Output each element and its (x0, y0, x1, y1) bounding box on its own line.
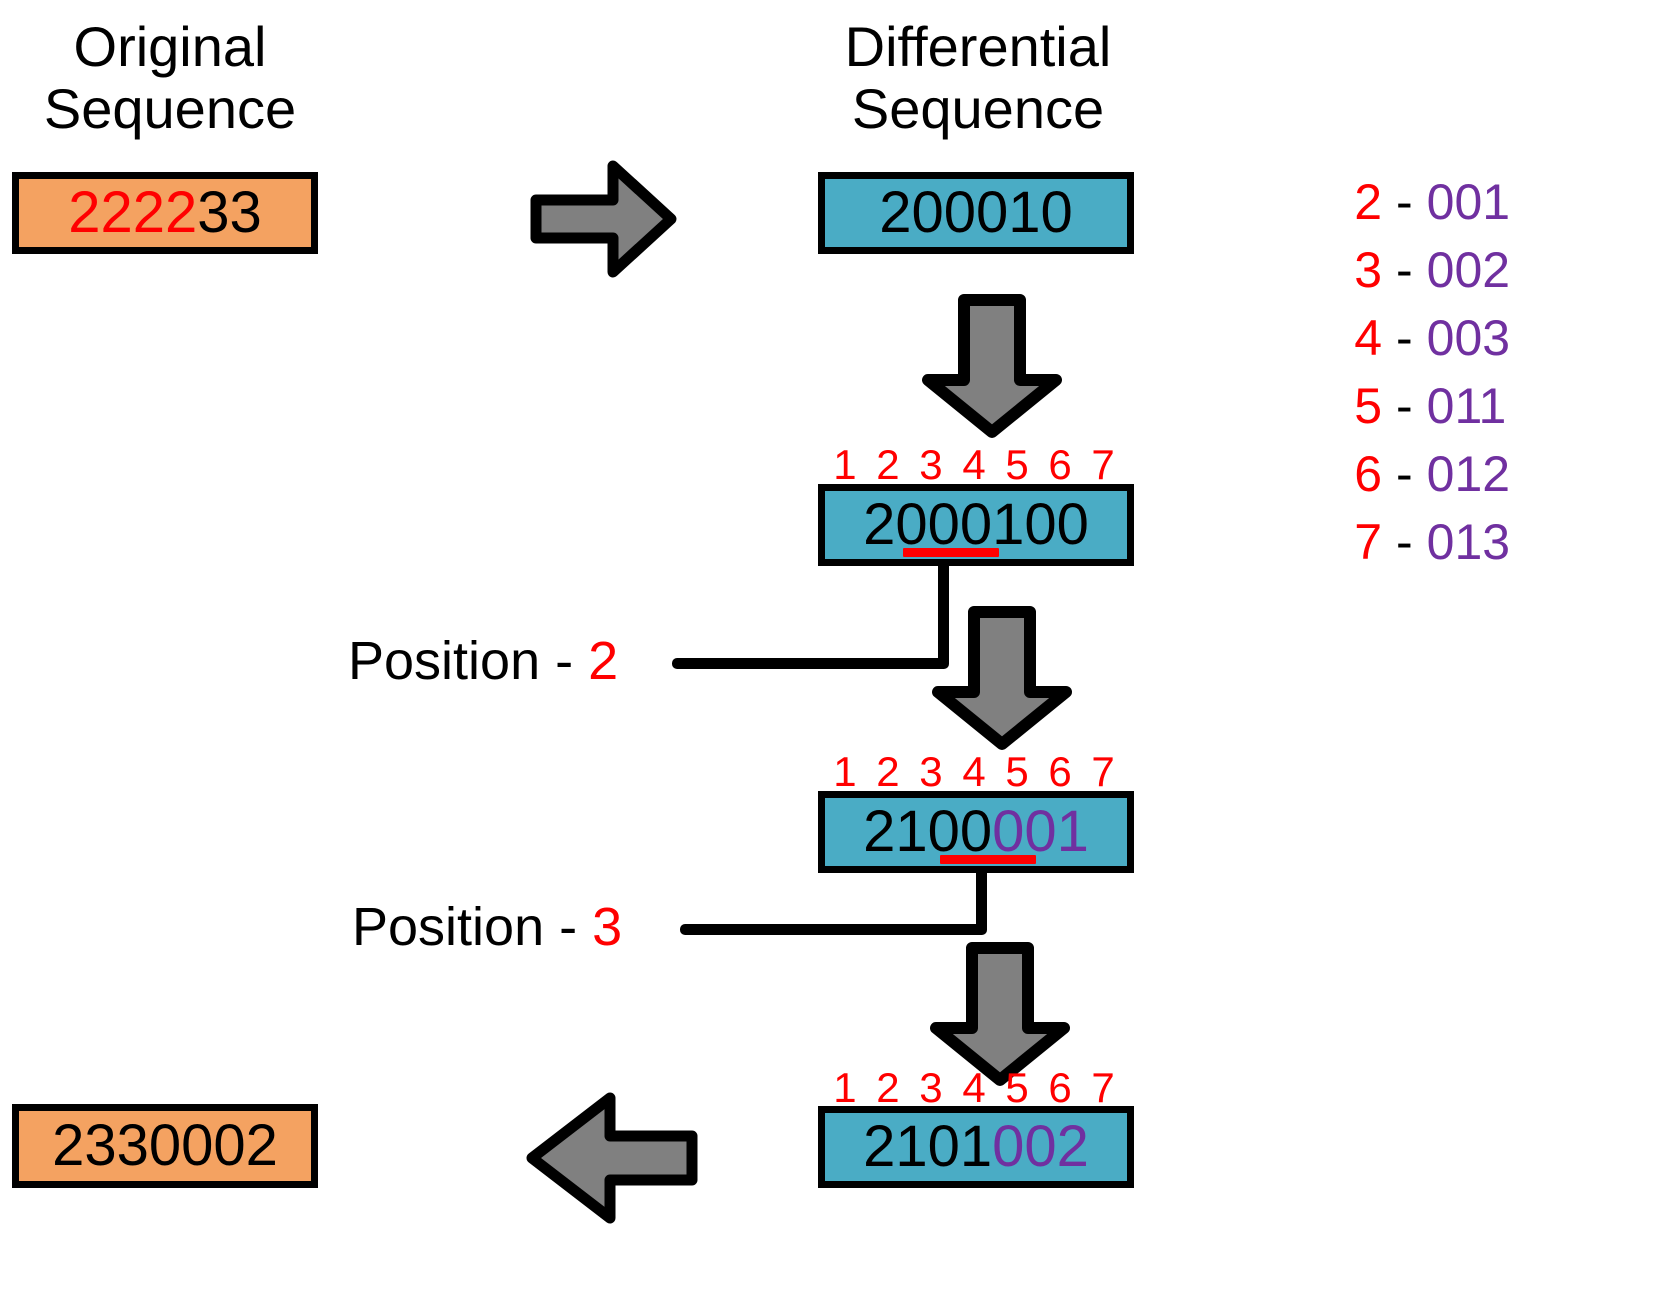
decoded-sequence-part-0: 2330002 (52, 1113, 278, 1178)
arrow-down-2-icon (922, 604, 1082, 752)
differential-sequence-part-0: 200010 (879, 180, 1073, 245)
legend-dash: - (1396, 514, 1413, 570)
position-2-connector-horizontal (680, 924, 987, 935)
decoded-sequence-text: 2330002 (52, 1117, 278, 1175)
legend-dash: - (1396, 242, 1413, 298)
position-1-label: Position - 2 (348, 632, 618, 690)
position-2-label-prefix: Position - (352, 897, 593, 957)
step-2-ruler: 1 2 3 4 5 6 7 (833, 748, 1119, 795)
original-sequence-part-0: 2222 (68, 180, 198, 245)
position-2-label: Position - 3 (352, 898, 622, 956)
step-1-ruler: 1 2 3 4 5 6 7 (833, 441, 1119, 488)
arrow-down-1-icon (912, 292, 1072, 440)
step-3-sequence-box: 2101002 (818, 1106, 1134, 1188)
step-2-sequence-box: 2100001 (818, 791, 1134, 873)
position-1-label-value: 2 (588, 631, 619, 691)
legend-value: 003 (1426, 310, 1511, 366)
original-sequence-box: 222233 (12, 172, 318, 254)
position-2-label-value: 3 (592, 897, 623, 957)
legend-row: 5 - 011 (1340, 372, 1510, 440)
legend-dash: - (1396, 174, 1413, 230)
differential-sequence-heading: Differential Sequence (844, 15, 1112, 140)
differential-sequence-box: 200010 (818, 172, 1134, 254)
legend-dash: - (1396, 446, 1413, 502)
step-2-sequence-part-0: 2100 (863, 799, 993, 864)
code-legend: 2 - 001 3 - 002 4 - 003 5 - 011 6 - 012 … (1340, 168, 1510, 576)
legend-value: 011 (1426, 378, 1507, 434)
step-1-sequence-part-0: 2000100 (863, 492, 1089, 557)
original-sequence-part-1: 33 (197, 180, 262, 245)
position-1-connector-horizontal (672, 658, 949, 669)
legend-dash: - (1396, 378, 1413, 434)
legend-row: 4 - 003 (1340, 304, 1510, 372)
step-1-sequence-text: 2000100 (863, 496, 1089, 554)
legend-row: 7 - 013 (1340, 508, 1510, 576)
step-2-highlight-underline (940, 855, 1036, 864)
original-sequence-text: 222233 (68, 184, 262, 242)
legend-key: 7 (1354, 514, 1382, 570)
step-3-sequence-part-1: 002 (992, 1114, 1089, 1179)
step-2-sequence-part-1: 001 (992, 799, 1089, 864)
arrow-left-icon (520, 1088, 700, 1228)
legend-key: 6 (1354, 446, 1382, 502)
decoded-sequence-box: 2330002 (12, 1104, 318, 1188)
original-sequence-heading: Original Sequence (43, 15, 297, 140)
legend-value: 002 (1426, 242, 1511, 298)
legend-key: 4 (1354, 310, 1382, 366)
step-3-sequence-text: 2101002 (863, 1118, 1089, 1176)
legend-key: 5 (1354, 378, 1382, 434)
arrow-right-icon (528, 158, 678, 280)
step-3-ruler: 1 2 3 4 5 6 7 (833, 1064, 1119, 1111)
differential-sequence-text: 200010 (879, 184, 1073, 242)
legend-row: 6 - 012 (1340, 440, 1510, 508)
legend-row: 3 - 002 (1340, 236, 1510, 304)
legend-key: 3 (1354, 242, 1382, 298)
position-2-connector-vertical (976, 870, 987, 930)
step-2-sequence-text: 2100001 (863, 803, 1089, 861)
legend-dash: - (1396, 310, 1413, 366)
position-1-connector-vertical (938, 562, 949, 664)
step-1-sequence-box: 2000100 (818, 484, 1134, 566)
legend-key: 2 (1354, 174, 1382, 230)
legend-value: 012 (1426, 446, 1511, 502)
legend-value: 001 (1426, 174, 1511, 230)
step-3-sequence-part-0: 2101 (863, 1114, 993, 1179)
step-1-highlight-underline (903, 548, 999, 557)
legend-row: 2 - 001 (1340, 168, 1510, 236)
arrow-down-3-icon (920, 940, 1080, 1088)
position-1-label-prefix: Position - (348, 631, 589, 691)
legend-value: 013 (1426, 514, 1511, 570)
